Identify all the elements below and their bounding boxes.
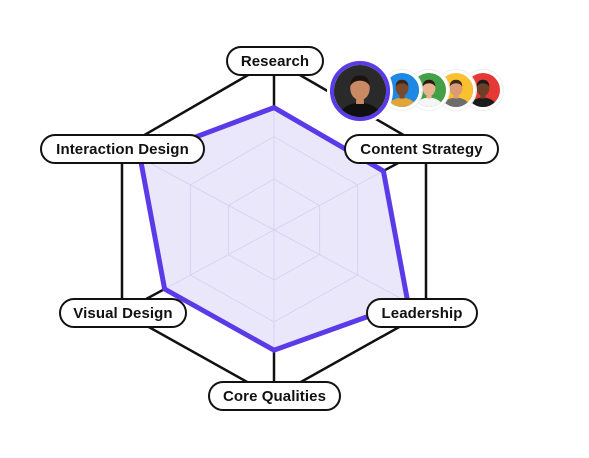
axis-label-content-strategy[interactable]: Content Strategy xyxy=(344,134,499,164)
axis-label-visual-design[interactable]: Visual Design xyxy=(59,298,187,328)
radar-grid-spoke-5 xyxy=(164,229,275,290)
team-avatar-stack[interactable] xyxy=(330,61,503,121)
axis-label-interaction-design[interactable]: Interaction Design xyxy=(40,134,205,164)
radar-grid-spoke-2 xyxy=(273,170,384,231)
avatar-5[interactable] xyxy=(463,70,503,110)
axis-label-research[interactable]: Research xyxy=(226,46,324,76)
person-icon xyxy=(334,65,386,117)
radar-grid-spoke-6 xyxy=(140,157,275,231)
person-icon xyxy=(385,73,419,107)
avatar-1[interactable] xyxy=(330,61,390,121)
axis-label-leadership[interactable]: Leadership xyxy=(366,298,478,328)
radar-grid-spoke-3 xyxy=(273,229,408,303)
person-icon xyxy=(466,73,500,107)
axis-label-core-qualities[interactable]: Core Qualities xyxy=(208,381,341,411)
